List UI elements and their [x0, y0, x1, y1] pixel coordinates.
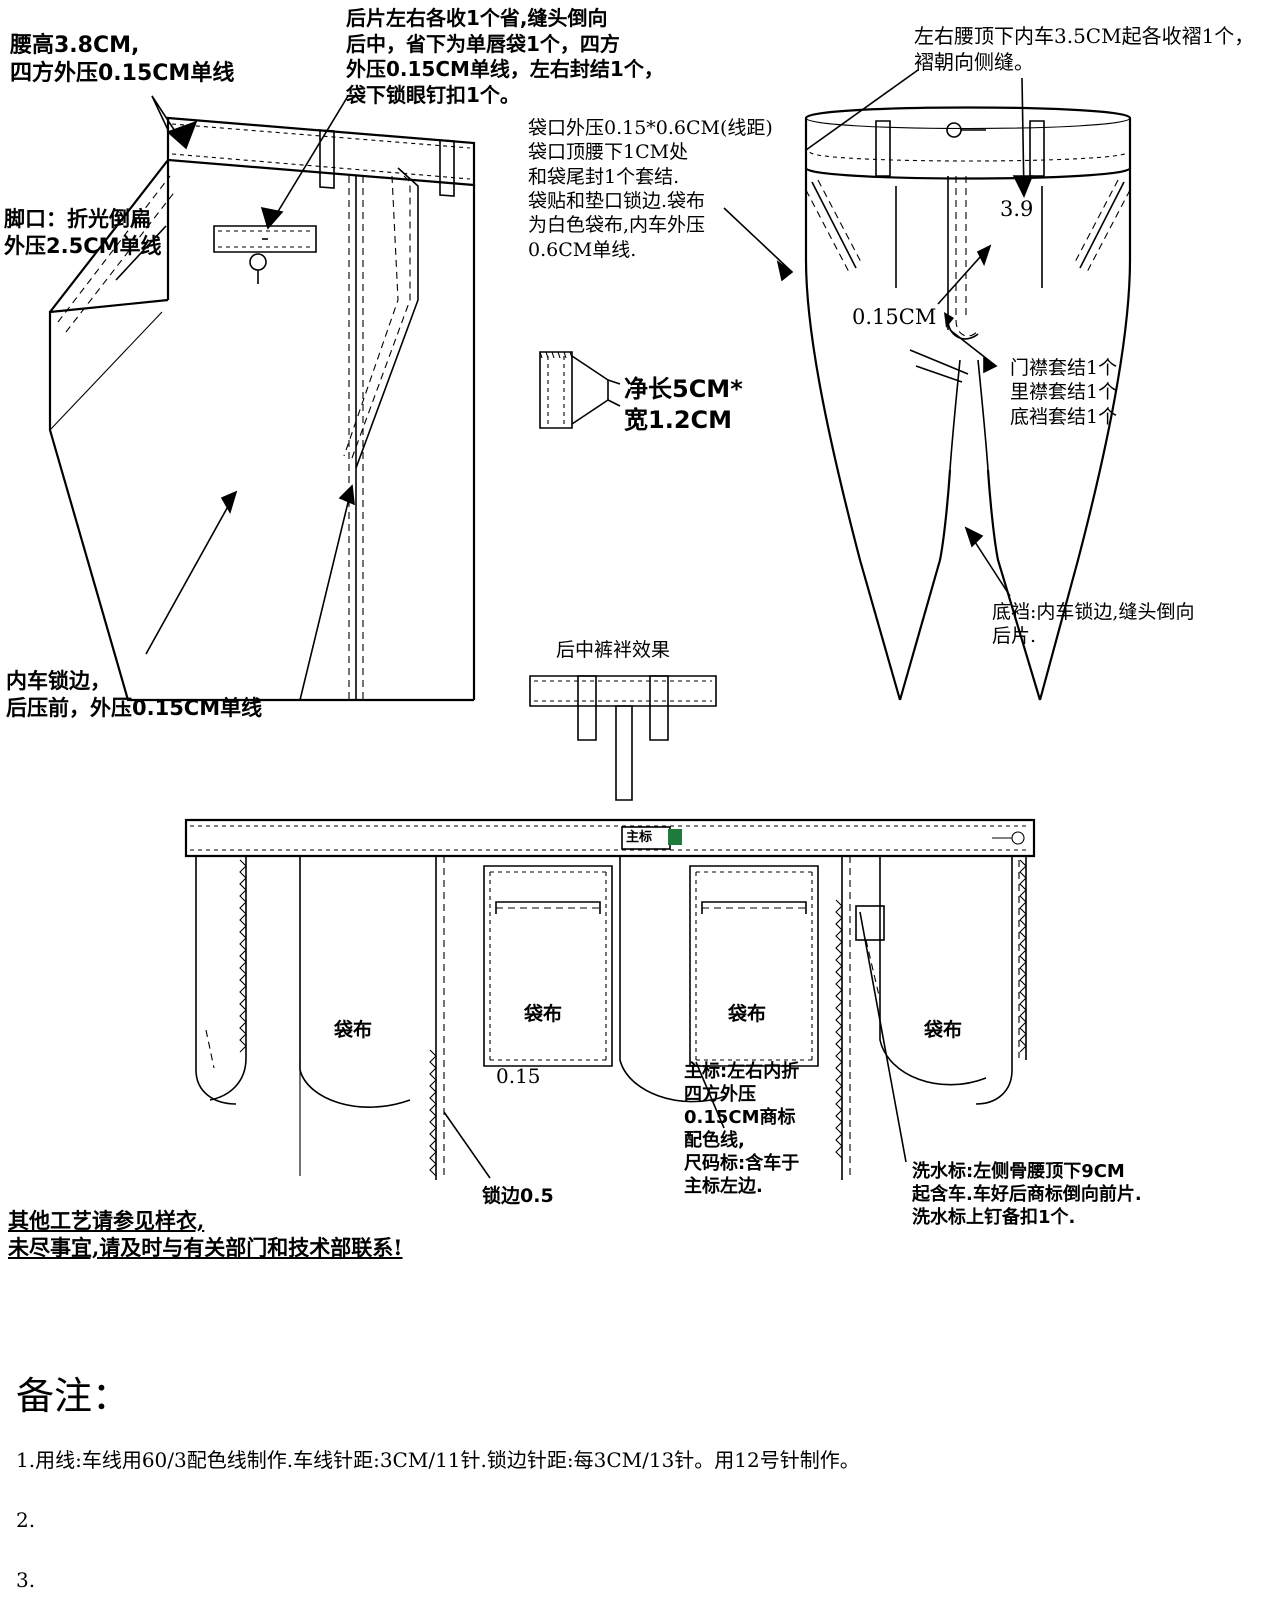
annotation-wash-label-spec: 洗水标:左侧骨腰顶下9CM 起含车.车好后商标倒向前片. 洗水标上钉备扣1个. — [912, 1161, 1142, 1229]
flat-pattern-layout — [184, 818, 1036, 1180]
footer-warning: 其他工艺请参见样衣, 未尽事宜,请及时与有关部门和技术部联系! — [8, 1208, 403, 1260]
label-pocket-bag-1: 袋布 — [334, 1019, 373, 1041]
belt-loop-swatch — [539, 351, 621, 429]
annotation-waist-pleat: 左右腰顶下内车3.5CM起各收褶1个， 褶朝向侧缝。 — [914, 24, 1255, 74]
annotation-bartack-list: 门襟套结1个 里襟套结1个 底裆套结1个 — [1010, 357, 1118, 428]
dimension-3-9: 3.9 — [1000, 197, 1034, 221]
annotation-main-label-spec: 主标:左右内折 四方外压 0.15CM商标 配色线, 尺码标:含车于 主标左边. — [684, 1061, 800, 1198]
annotation-loop-size: 净长5CM* 宽1.2CM — [624, 375, 743, 434]
annotation-inner-overlock: 内车锁边， 后压前，外压0.15CM单线 — [6, 669, 263, 720]
label-pocket-bag-2: 袋布 — [524, 1003, 563, 1025]
dimension-0-15: 0.15 — [496, 1064, 541, 1088]
remarks-item-1: 1.用线:车线用60/3配色线制作.车线针距:3CM/11针.锁边针距:每3CM… — [16, 1448, 860, 1472]
remarks-heading: 备注： — [16, 1374, 131, 1418]
main-label-tag-text: 主标 — [626, 830, 653, 845]
annotation-pocket-spec: 袋口外压0.15*0.6CM(线距) 袋口顶腰下1CM处 和袋尾封1个套结. 袋… — [528, 117, 773, 261]
annotation-overlock-0-5: 锁边0.5 — [482, 1185, 554, 1207]
caption-belt-loop-effect: 后中裤袢效果 — [556, 639, 671, 661]
dimension-0-15cm: 0.15CM — [852, 305, 937, 329]
label-pocket-bag-3: 袋布 — [728, 1003, 767, 1025]
belt-loop-effect-diagram — [529, 675, 717, 801]
left-trouser-drawing — [48, 116, 476, 702]
annotation-crotch-spec: 底裆:内车锁边,缝头倒向 后片. — [992, 601, 1195, 648]
annotation-back-panel: 后片左右各收1个省,缝头倒向 后中，省下为单唇袋1个，四方 外压0.15CM单线… — [346, 6, 664, 107]
remarks-item-2: 2. — [16, 1508, 36, 1532]
right-trouser-drawing — [804, 106, 1132, 701]
leader-lines — [115, 69, 1034, 1179]
remarks-item-3: 3. — [16, 1568, 36, 1592]
annotation-hem-spec: 脚口：折光倒扁 外压2.5CM单线 — [4, 207, 162, 258]
label-pocket-bag-4: 袋布 — [924, 1019, 963, 1041]
annotation-waist-height: 腰高3.8CM, 四方外压0.15CM单线 — [10, 33, 235, 87]
